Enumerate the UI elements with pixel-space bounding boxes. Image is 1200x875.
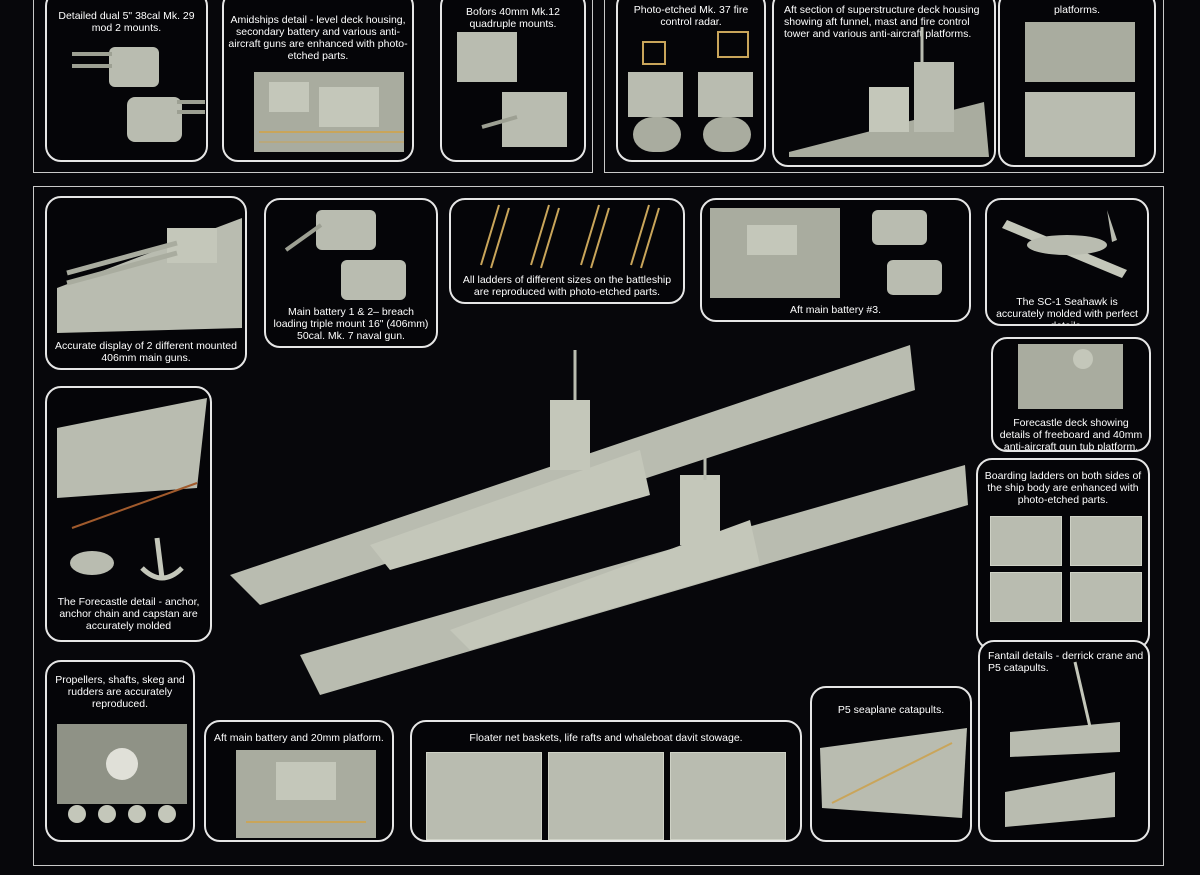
caption-fantail: Fantail details - derrick crane and P5 c… (988, 650, 1144, 674)
aft-superstructure-image (789, 27, 989, 157)
seahawk-image (1002, 210, 1127, 278)
panel-amidships: Amidships detail - level deck housing, s… (222, 0, 414, 162)
panel-main-guns: Accurate display of 2 different mounted … (45, 196, 247, 370)
caption-propellers: Propellers, shafts, skeg and rudders are… (55, 674, 185, 710)
caption-platforms: platforms. (1053, 4, 1101, 16)
caption-aft-section: Aft section of superstructure deck housi… (784, 4, 980, 40)
panel-bofors: Bofors 40mm Mk.12 quadruple mounts. (440, 0, 586, 162)
caption-amidships: Amidships detail - level deck housing, s… (228, 14, 408, 62)
main-guns-image (57, 218, 242, 333)
panel-dual-5in-mounts: Detailed dual 5" 38cal Mk. 29 mod 2 moun… (45, 0, 208, 162)
boarding-ladder-photo (990, 572, 1062, 622)
bofors-mount-image (457, 32, 567, 147)
main-battery-image (284, 210, 406, 300)
p5-catapult-image (820, 728, 967, 818)
panel-aft-battery3: Aft main battery #3. (700, 198, 971, 322)
caption-aft-20mm: Aft main battery and 20mm platform. (214, 732, 384, 744)
amidships-image (254, 72, 404, 152)
mk37-radar-image (628, 31, 753, 152)
top-left-frame (33, 0, 593, 173)
whaleboat-davit-photo (670, 752, 786, 840)
panel-fantail: Fantail details - derrick crane and P5 c… (978, 640, 1150, 842)
boarding-ladder-photo (1070, 516, 1142, 566)
dual-5in-mount-image (72, 47, 205, 142)
aft-battery3-image (710, 208, 942, 298)
caption-seahawk: The SC-1 Seahawk is accurately molded wi… (996, 296, 1138, 326)
aft-20mm-image (236, 750, 376, 838)
main-frame (33, 186, 1164, 866)
panel-p5-catapults: P5 seaplane catapults. (810, 686, 972, 842)
battleship-models-image (230, 345, 968, 695)
platforms-image (1025, 22, 1135, 157)
floater-net-photo (426, 752, 542, 840)
life-rafts-photo (548, 752, 664, 840)
panel-platforms: platforms. (998, 0, 1156, 167)
caption-boarding: Boarding ladders on both sides of the sh… (984, 470, 1142, 506)
panel-main-battery: Main battery 1 & 2– breach loading tripl… (264, 198, 438, 348)
panel-boarding-ladders: Boarding ladders on both sides of the sh… (976, 458, 1150, 650)
caption-aft-battery3: Aft main battery #3. (789, 304, 882, 316)
caption-main-guns: Accurate display of 2 different mounted … (55, 340, 237, 364)
panel-floater-net: Floater net baskets, life rafts and whal… (410, 720, 802, 842)
caption-main-battery: Main battery 1 & 2– breach loading tripl… (273, 306, 429, 342)
panel-aft-section: Aft section of superstructure deck housi… (772, 0, 996, 167)
top-right-frame (604, 0, 1164, 173)
caption-dual-5in: Detailed dual 5" 38cal Mk. 29 mod 2 moun… (58, 10, 195, 34)
panel-forecastle-deck: Forecastle deck showing details of freeb… (991, 337, 1151, 452)
caption-forecastle-deck: Forecastle deck showing details of freeb… (999, 417, 1143, 452)
caption-p5: P5 seaplane catapults. (837, 704, 945, 716)
panel-ladders: All ladders of different sizes on the ba… (449, 198, 685, 304)
caption-floater: Floater net baskets, life rafts and whal… (469, 732, 743, 744)
boarding-ladder-photo (990, 516, 1062, 566)
forecastle-deck-image (1018, 344, 1123, 409)
panel-mk37: Photo-etched Mk. 37 fire control radar. (616, 0, 766, 162)
ladders-image (480, 204, 660, 269)
caption-bofors: Bofors 40mm Mk.12 quadruple mounts. (466, 6, 560, 30)
panel-aft-20mm: Aft main battery and 20mm platform. (204, 720, 394, 842)
panel-forecastle-detail: The Forecastle detail - anchor, anchor c… (45, 386, 212, 642)
caption-ladders: All ladders of different sizes on the ba… (462, 274, 672, 298)
forecastle-detail-image (57, 398, 207, 581)
panel-seahawk: The SC-1 Seahawk is accurately molded wi… (985, 198, 1149, 326)
caption-forecastle-detail: The Forecastle detail - anchor, anchor c… (57, 596, 200, 632)
panel-propellers: Propellers, shafts, skeg and rudders are… (45, 660, 195, 842)
fantail-image (1005, 661, 1120, 827)
boarding-ladder-photo (1070, 572, 1142, 622)
propellers-image (57, 724, 187, 823)
caption-mk37: Photo-etched Mk. 37 fire control radar. (633, 4, 749, 28)
